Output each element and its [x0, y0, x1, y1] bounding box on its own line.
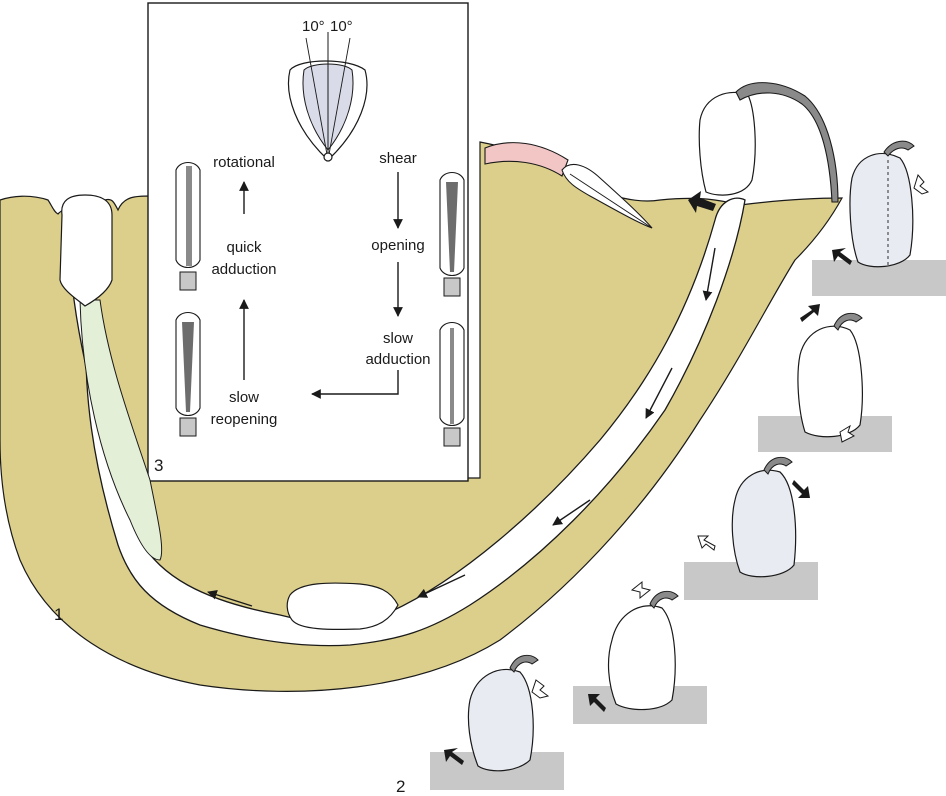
step-shell-1-siphon [884, 141, 914, 156]
step-shell-4-siphon [650, 591, 678, 608]
step-shell-4 [609, 606, 676, 710]
shell-surface-top [699, 92, 755, 195]
label-slow-adduction-line1: slow [383, 330, 413, 347]
label-slow-reopening-line2: reopening [211, 411, 278, 428]
rotate-arrow-4 [632, 582, 650, 598]
angle-left-label: 10° [302, 18, 325, 35]
rotate-arrow-1 [914, 175, 928, 194]
step-shell-3 [732, 470, 795, 576]
foot-arrow-2 [800, 304, 820, 322]
inset-pivot [324, 153, 332, 161]
rotate-arrow-5 [532, 680, 548, 698]
step-shell-5 [468, 670, 533, 771]
label-shear: shear [379, 150, 417, 167]
shell-left-upright [60, 195, 112, 306]
label-slow-adduction-line2: adduction [365, 351, 430, 368]
label-quick-adduction-line1: quick [226, 239, 262, 256]
angle-right-label: 10° [330, 18, 353, 35]
panel-number-3: 3 [154, 456, 163, 475]
foot-arrow-3 [792, 480, 810, 498]
label-slow-reopening-line1: slow [229, 389, 259, 406]
shell-bottom-pocket [287, 583, 398, 629]
panel-number-2: 2 [396, 777, 405, 796]
label-opening: opening [371, 237, 424, 254]
label-quick-adduction-line2: adduction [211, 261, 276, 278]
panel-number-1: 1 [54, 605, 63, 624]
step-shell-5-siphon [510, 655, 538, 672]
step-shell-2 [798, 326, 862, 437]
label-rotational: rotational [213, 154, 275, 171]
step-shell-1 [850, 154, 913, 267]
rotate-arrow-3 [698, 536, 715, 550]
step-shell-2-siphon [834, 313, 862, 330]
